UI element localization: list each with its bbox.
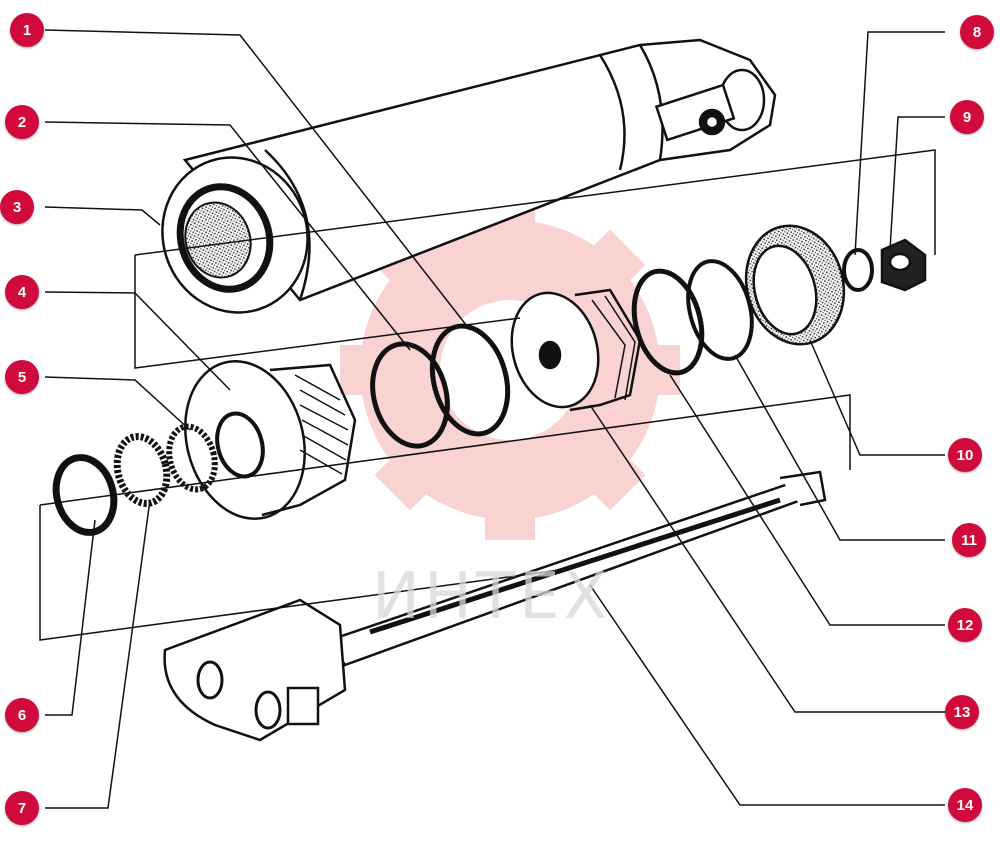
wear-bushing (744, 224, 846, 346)
callout-14[interactable]: 14 (948, 788, 982, 822)
piston (510, 288, 642, 412)
callout-2[interactable]: 2 (5, 105, 39, 139)
callout-12[interactable]: 12 (948, 608, 982, 642)
callout-13[interactable]: 13 (945, 695, 979, 729)
callout-1[interactable]: 1 (10, 13, 44, 47)
gland-head (184, 360, 357, 520)
callout-8[interactable]: 8 (960, 15, 994, 49)
washer-and-nut (842, 238, 927, 292)
piston-rod (163, 470, 827, 742)
leader-lines (44, 29, 945, 809)
callout-10[interactable]: 10 (948, 438, 982, 472)
callout-3[interactable]: 3 (0, 190, 34, 224)
callout-5[interactable]: 5 (5, 360, 39, 394)
callout-7[interactable]: 7 (5, 791, 39, 825)
callout-4[interactable]: 4 (5, 275, 39, 309)
callout-9[interactable]: 9 (950, 100, 984, 134)
watermark-text: ИНТЕХ (372, 560, 612, 634)
cylinder-barrel (161, 38, 777, 314)
callout-6[interactable]: 6 (5, 698, 39, 732)
callout-11[interactable]: 11 (952, 523, 986, 557)
